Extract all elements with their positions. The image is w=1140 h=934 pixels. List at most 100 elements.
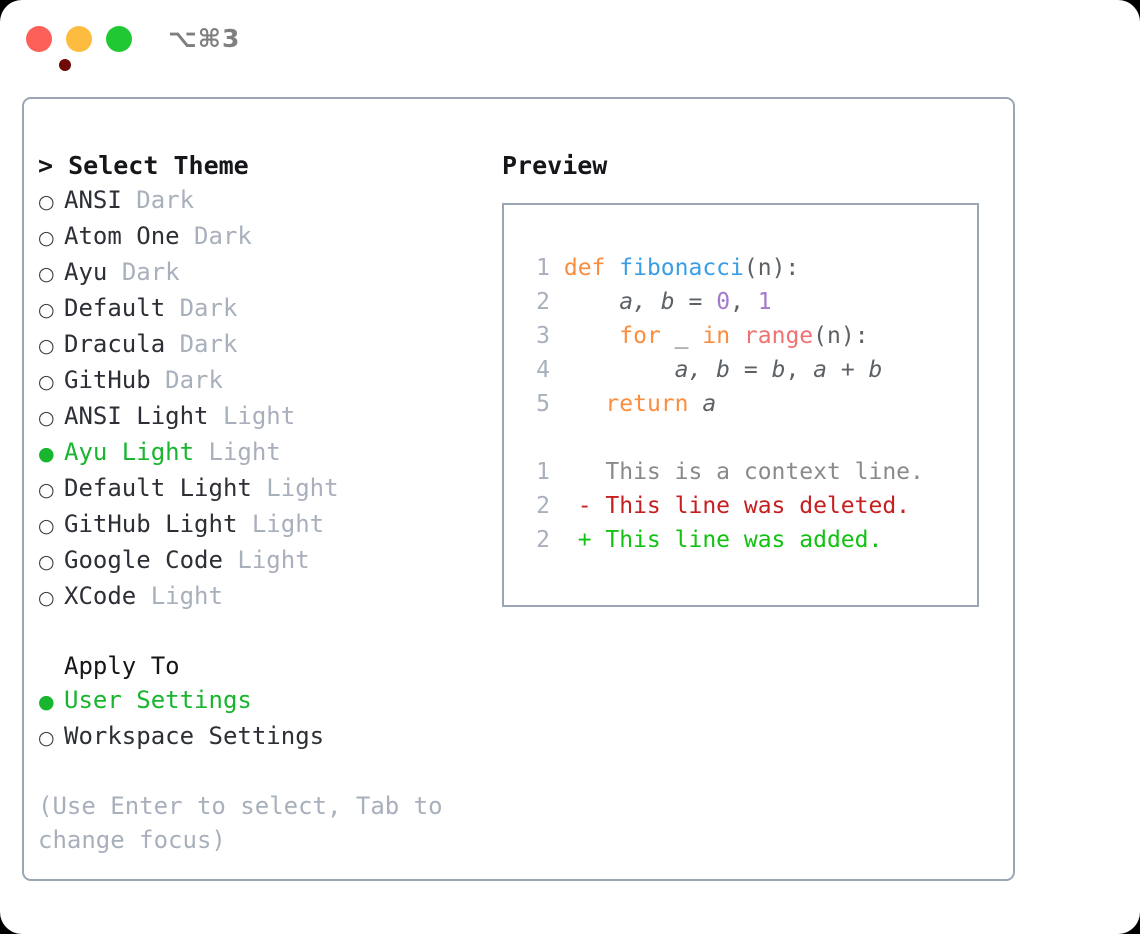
line-number: 5: [536, 391, 550, 417]
theme-option-spacer: [151, 363, 165, 397]
diff-text: This line was added.: [605, 527, 883, 553]
theme-variant-label: Light: [251, 510, 325, 538]
line-number-gap: [550, 323, 564, 349]
diff-line: 2 + This line was added.: [522, 523, 977, 557]
code-token-id: a, b: [619, 289, 675, 315]
theme-option-label: Ayu: [64, 258, 108, 286]
theme-option-spacer: [136, 579, 150, 613]
code-token-punc: [564, 391, 606, 417]
radio-unselected-icon: ○: [38, 227, 55, 249]
diff-text: This is a context line.: [605, 459, 924, 485]
radio-unselected-icon: ○: [38, 407, 55, 429]
code-token-punc: [564, 357, 675, 383]
preview-heading: Preview: [502, 151, 608, 180]
code-token-bi: range: [743, 323, 814, 349]
theme-option-spacer: [223, 543, 237, 577]
close-button[interactable]: [26, 26, 71, 71]
theme-option-spacer: [180, 219, 194, 253]
code-token-punc: ,: [785, 357, 814, 383]
code-token-punc: =: [674, 289, 717, 315]
radio-unselected-icon: ○: [38, 371, 55, 393]
theme-option-default-light[interactable]: ○Default Light Light: [38, 471, 488, 507]
diff-sample: 1 This is a context line.2 - This line w…: [522, 455, 977, 557]
line-number: 3: [536, 323, 550, 349]
code-token-kw: return: [605, 391, 689, 417]
theme-option-dracula[interactable]: ○Dracula Dark: [38, 327, 488, 363]
code-token-punc: +: [827, 357, 869, 383]
theme-option-spacer: [252, 471, 266, 505]
code-token-punc: [689, 391, 703, 417]
theme-option-ayu-light[interactable]: ●Ayu Light Light: [38, 435, 488, 471]
code-line: 3 for _ in range(n):: [522, 319, 977, 353]
code-token-num: 1: [757, 289, 772, 315]
code-line: 2 a, b = 0, 1: [522, 285, 977, 319]
line-number: 1: [536, 255, 550, 281]
theme-option-label: ANSI: [64, 186, 122, 214]
radio-unselected-icon: ○: [38, 191, 55, 213]
line-number: 2: [536, 289, 550, 315]
diff-marker: +: [550, 527, 606, 553]
theme-option-label: ANSI Light: [64, 402, 209, 430]
theme-option-label: GitHub: [64, 366, 151, 394]
code-token-punc: [730, 323, 744, 349]
code-token-num: 0: [716, 289, 731, 315]
preview-spacer: [522, 421, 977, 455]
radio-unselected-icon: ○: [38, 551, 55, 573]
theme-variant-label: Light: [237, 546, 310, 574]
theme-variant-label: Light: [222, 402, 296, 430]
theme-picker-panel: > Select Theme ○ANSI Dark○Atom One Dark○…: [22, 97, 1015, 881]
diff-line: 2 - This line was deleted.: [522, 489, 977, 523]
theme-option-spacer: [237, 507, 251, 541]
code-token-punc: (n):: [743, 255, 800, 281]
theme-variant-label: Light: [208, 438, 281, 466]
theme-option-label: Ayu Light: [64, 438, 195, 466]
code-token-punc: [564, 323, 619, 349]
theme-option-spacer: [122, 183, 136, 217]
radio-unselected-icon: ○: [38, 727, 55, 749]
minimize-button[interactable]: [66, 26, 92, 52]
theme-option-label: GitHub Light: [64, 510, 238, 538]
code-token-punc: (n):: [813, 323, 869, 349]
theme-variant-label: Dark: [165, 366, 223, 394]
theme-option-github[interactable]: ○ GitHub Dark: [38, 363, 488, 399]
code-token-punc: ,: [730, 289, 758, 315]
theme-option-spacer: [165, 291, 179, 325]
apply-to-list[interactable]: ●User Settings○Workspace Settings: [38, 683, 488, 755]
theme-option-github-light[interactable]: ○GitHub Light Light: [38, 507, 488, 543]
theme-list[interactable]: ○ANSI Dark○Atom One Dark○Ayu Dark○Defaul…: [38, 183, 488, 615]
theme-option-label: Default Light: [64, 474, 252, 502]
theme-option-default[interactable]: ○Default Dark: [38, 291, 488, 327]
apply-to-option-user-settings[interactable]: ●User Settings: [38, 683, 488, 719]
theme-option-spacer: [194, 435, 208, 469]
line-number: 2: [536, 493, 550, 519]
theme-variant-label: Dark: [121, 258, 180, 286]
apply-to-option-workspace-settings[interactable]: ○Workspace Settings: [38, 719, 488, 755]
theme-option-atom-one[interactable]: ○Atom One Dark: [38, 219, 488, 255]
apply-to-heading: Apply To: [64, 652, 180, 680]
maximize-button[interactable]: [106, 26, 132, 52]
theme-option-label: XCode: [64, 582, 137, 610]
diff-line: 1 This is a context line.: [522, 455, 977, 489]
line-number-gap: [550, 289, 564, 315]
theme-option-ayu[interactable]: ○ Ayu Dark: [38, 255, 488, 291]
theme-option-ansi-light[interactable]: ○ ANSI Light Light: [38, 399, 488, 435]
theme-option-label: Default: [64, 294, 166, 322]
theme-option-google-code[interactable]: ○ Google Code Light: [38, 543, 488, 579]
radio-selected-icon: ●: [38, 691, 55, 713]
code-token-kw: in: [702, 323, 731, 349]
theme-variant-label: Light: [266, 474, 339, 502]
line-number-gap: [550, 255, 564, 281]
theme-variant-label: Dark: [179, 330, 238, 358]
radio-unselected-icon: ○: [38, 263, 55, 285]
code-token-kw: def: [563, 255, 620, 281]
theme-option-ansi[interactable]: ○ANSI Dark: [38, 183, 488, 219]
theme-option-xcode[interactable]: ○XCode Light: [38, 579, 488, 615]
theme-option-label: Google Code: [64, 546, 223, 574]
theme-option-spacer: [165, 327, 179, 361]
code-token-punc: =: [730, 357, 772, 383]
theme-variant-label: Light: [150, 582, 223, 610]
code-token-id: a: [813, 357, 827, 383]
